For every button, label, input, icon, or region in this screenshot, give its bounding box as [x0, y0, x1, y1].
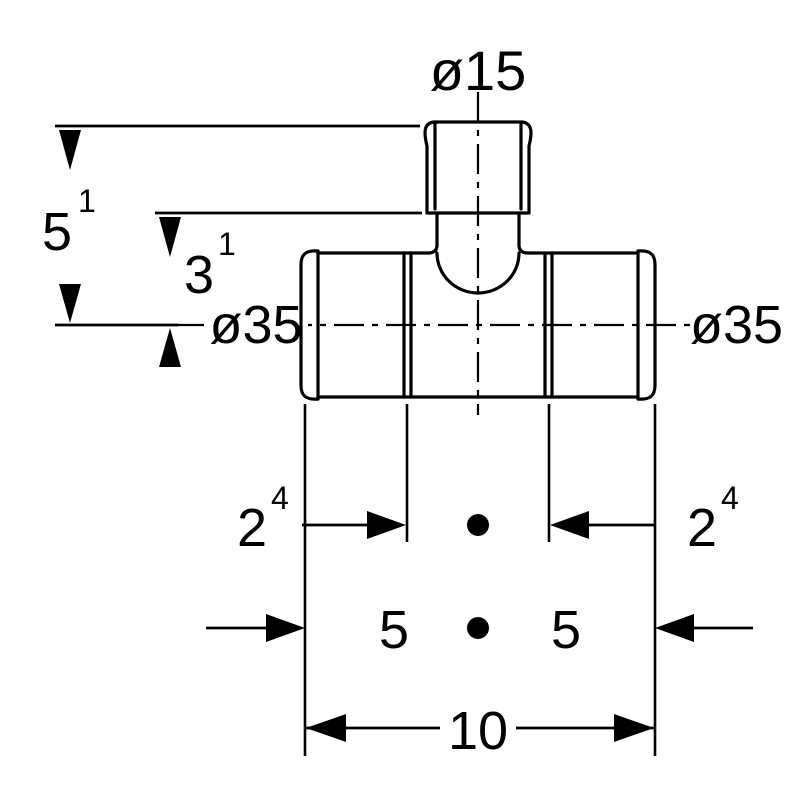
branch-bore-arc — [435, 251, 521, 295]
centerlines — [178, 92, 692, 415]
branch-diameter-label: ø15 — [430, 39, 527, 102]
dimension-dots — [467, 514, 489, 639]
arrow-branch-bottom — [159, 328, 181, 367]
overall-height-value: 5 — [42, 202, 72, 262]
left-press-end-cap — [299, 249, 320, 401]
overall-length-value: 10 — [448, 701, 508, 761]
right-socket-depth-superscript: 4 — [721, 480, 739, 516]
arrow-overall-left — [306, 714, 346, 742]
arrow-right-socket-depth — [550, 511, 589, 539]
right-socket-depth-value: 2 — [687, 498, 717, 558]
arrow-left-half-length — [266, 614, 305, 642]
arrow-left-socket-depth — [367, 511, 406, 539]
arrow-height-bottom — [59, 284, 81, 323]
left-half-length-value: 5 — [379, 600, 409, 660]
right-diameter-label: ø35 — [690, 295, 783, 355]
left-socket-depth-value: 2 — [237, 498, 267, 558]
labels: ø15 ø35 ø35 5 1 3 1 2 4 2 4 5 5 10 — [42, 39, 783, 761]
arrow-height-top — [59, 130, 81, 170]
overall-height-superscript: 1 — [78, 183, 96, 219]
extension-lines — [303, 404, 657, 756]
right-half-length-value: 5 — [551, 600, 581, 660]
dimension-arrows — [59, 130, 694, 742]
arrow-overall-right — [614, 714, 654, 742]
fitting-outline — [299, 120, 657, 401]
left-diameter-label: ø35 — [209, 295, 302, 355]
left-socket-depth-superscript: 4 — [271, 480, 289, 516]
arrow-right-half-length — [655, 614, 694, 642]
label-mask — [204, 299, 308, 349]
arrow-branch-top — [159, 217, 181, 257]
center-dot-socket-depth-row — [467, 514, 489, 536]
center-dot-half-length-row — [467, 617, 489, 639]
branch-to-center-superscript: 1 — [218, 226, 236, 262]
right-press-end-cap — [636, 249, 657, 401]
branch-socket-outline — [423, 120, 533, 215]
branch-to-center-value: 3 — [184, 245, 214, 305]
